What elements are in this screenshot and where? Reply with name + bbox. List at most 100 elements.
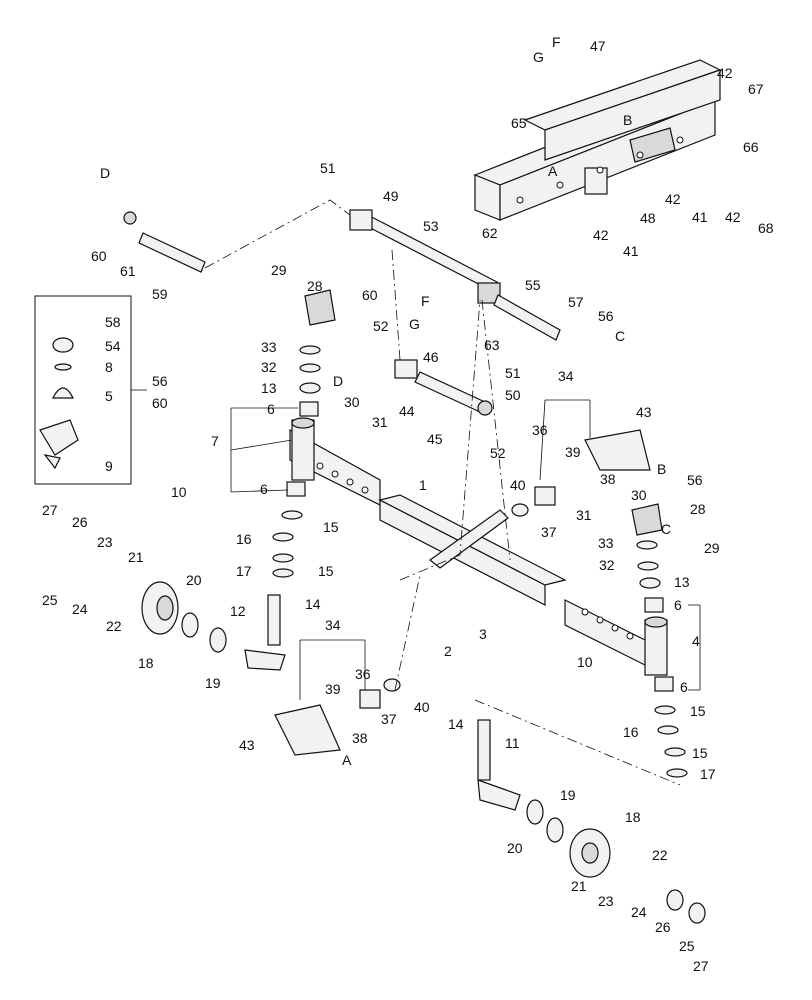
label-60a: 60: [91, 248, 107, 264]
label-15a: 15: [323, 519, 339, 535]
label-6a: 6: [267, 401, 275, 417]
label-55: 55: [525, 277, 541, 293]
label-23a: 23: [97, 534, 113, 550]
frame-65: [473, 59, 722, 221]
spindle-11: [477, 719, 521, 811]
label-19b: 19: [560, 787, 576, 803]
label-8: 8: [105, 359, 113, 375]
label-54: 54: [105, 338, 121, 354]
right-arm-4: [564, 599, 668, 676]
label-68: 68: [758, 220, 774, 236]
label-18b: 18: [625, 809, 641, 825]
label-6b: 6: [260, 481, 268, 497]
label-45: 45: [427, 431, 443, 447]
label-10a: 10: [171, 484, 187, 500]
label-30b: 30: [631, 487, 647, 503]
spindle-12: [244, 594, 286, 671]
label-56a: 56: [598, 308, 614, 324]
label-52a: 52: [373, 318, 389, 334]
label-A2: A: [342, 752, 352, 768]
label-A1: A: [548, 163, 558, 179]
label-13a: 13: [261, 380, 277, 396]
label-48: 48: [640, 210, 656, 226]
label-60b: 60: [362, 287, 378, 303]
label-51a: 51: [320, 160, 336, 176]
label-53: 53: [423, 218, 439, 234]
label-3: 3: [479, 626, 487, 642]
label-28a: 28: [307, 278, 323, 294]
label-49: 49: [383, 188, 399, 204]
label-15b: 15: [318, 563, 334, 579]
tie-rod-59: [123, 211, 206, 273]
label-13b: 13: [674, 574, 690, 590]
label-32a: 32: [261, 359, 277, 375]
label-47: 47: [590, 38, 606, 54]
label-4: 4: [692, 633, 700, 649]
cylinder-44: [394, 359, 493, 416]
label-23b: 23: [598, 893, 614, 909]
label-41b: 41: [623, 243, 639, 259]
label-42c: 42: [725, 209, 741, 225]
label-52b: 52: [490, 445, 506, 461]
label-33a: 33: [261, 339, 277, 355]
bracket-34-left: [274, 704, 341, 756]
label-C2: C: [661, 521, 671, 537]
label-43a: 43: [636, 404, 652, 420]
label-18a: 18: [138, 655, 154, 671]
label-1: 1: [419, 477, 427, 493]
label-34a: 34: [558, 368, 574, 384]
label-17a: 17: [236, 563, 252, 579]
label-26a: 26: [72, 514, 88, 530]
label-G2: G: [409, 316, 420, 332]
label-39b: 39: [325, 681, 341, 697]
label-57: 57: [568, 294, 584, 310]
label-63: 63: [484, 337, 500, 353]
label-22a: 22: [106, 618, 122, 634]
label-15c: 15: [690, 703, 706, 719]
label-12: 12: [230, 603, 246, 619]
label-32b: 32: [599, 557, 615, 573]
label-16a: 16: [236, 531, 252, 547]
label-19a: 19: [205, 675, 221, 691]
label-14a: 14: [305, 596, 321, 612]
label-59: 59: [152, 286, 168, 302]
parts-artwork: [34, 59, 722, 924]
label-66: 66: [743, 139, 759, 155]
label-50: 50: [505, 387, 521, 403]
label-30a: 30: [344, 394, 360, 410]
label-36b: 36: [355, 666, 371, 682]
label-38b: 38: [352, 730, 368, 746]
label-2: 2: [444, 643, 452, 659]
label-24b: 24: [631, 904, 647, 920]
label-D1: D: [100, 165, 110, 181]
label-14b: 14: [448, 716, 464, 732]
label-24a: 24: [72, 601, 88, 617]
label-65: 65: [511, 115, 527, 131]
label-60c: 60: [152, 395, 168, 411]
label-G1: G: [533, 49, 544, 65]
label-21b: 21: [571, 878, 587, 894]
label-38a: 38: [600, 471, 616, 487]
label-42d: 42: [593, 227, 609, 243]
label-41a: 41: [692, 209, 708, 225]
label-31a: 31: [372, 414, 388, 430]
label-5: 5: [105, 388, 113, 404]
label-37a: 37: [541, 524, 557, 540]
label-16b: 16: [623, 724, 639, 740]
label-62: 62: [482, 225, 498, 241]
left-arm-7: [289, 417, 381, 506]
label-29a: 29: [271, 262, 287, 278]
label-42a: 42: [717, 65, 733, 81]
label-F2: F: [421, 293, 430, 309]
label-25a: 25: [42, 592, 58, 608]
label-51b: 51: [505, 365, 521, 381]
axle-1: [378, 494, 567, 606]
label-11: 11: [505, 735, 520, 751]
label-21a: 21: [128, 549, 144, 565]
label-D2: D: [333, 373, 343, 389]
label-B2: B: [657, 461, 666, 477]
label-C1: C: [615, 328, 625, 344]
label-27a: 27: [42, 502, 58, 518]
label-39a: 39: [565, 444, 581, 460]
